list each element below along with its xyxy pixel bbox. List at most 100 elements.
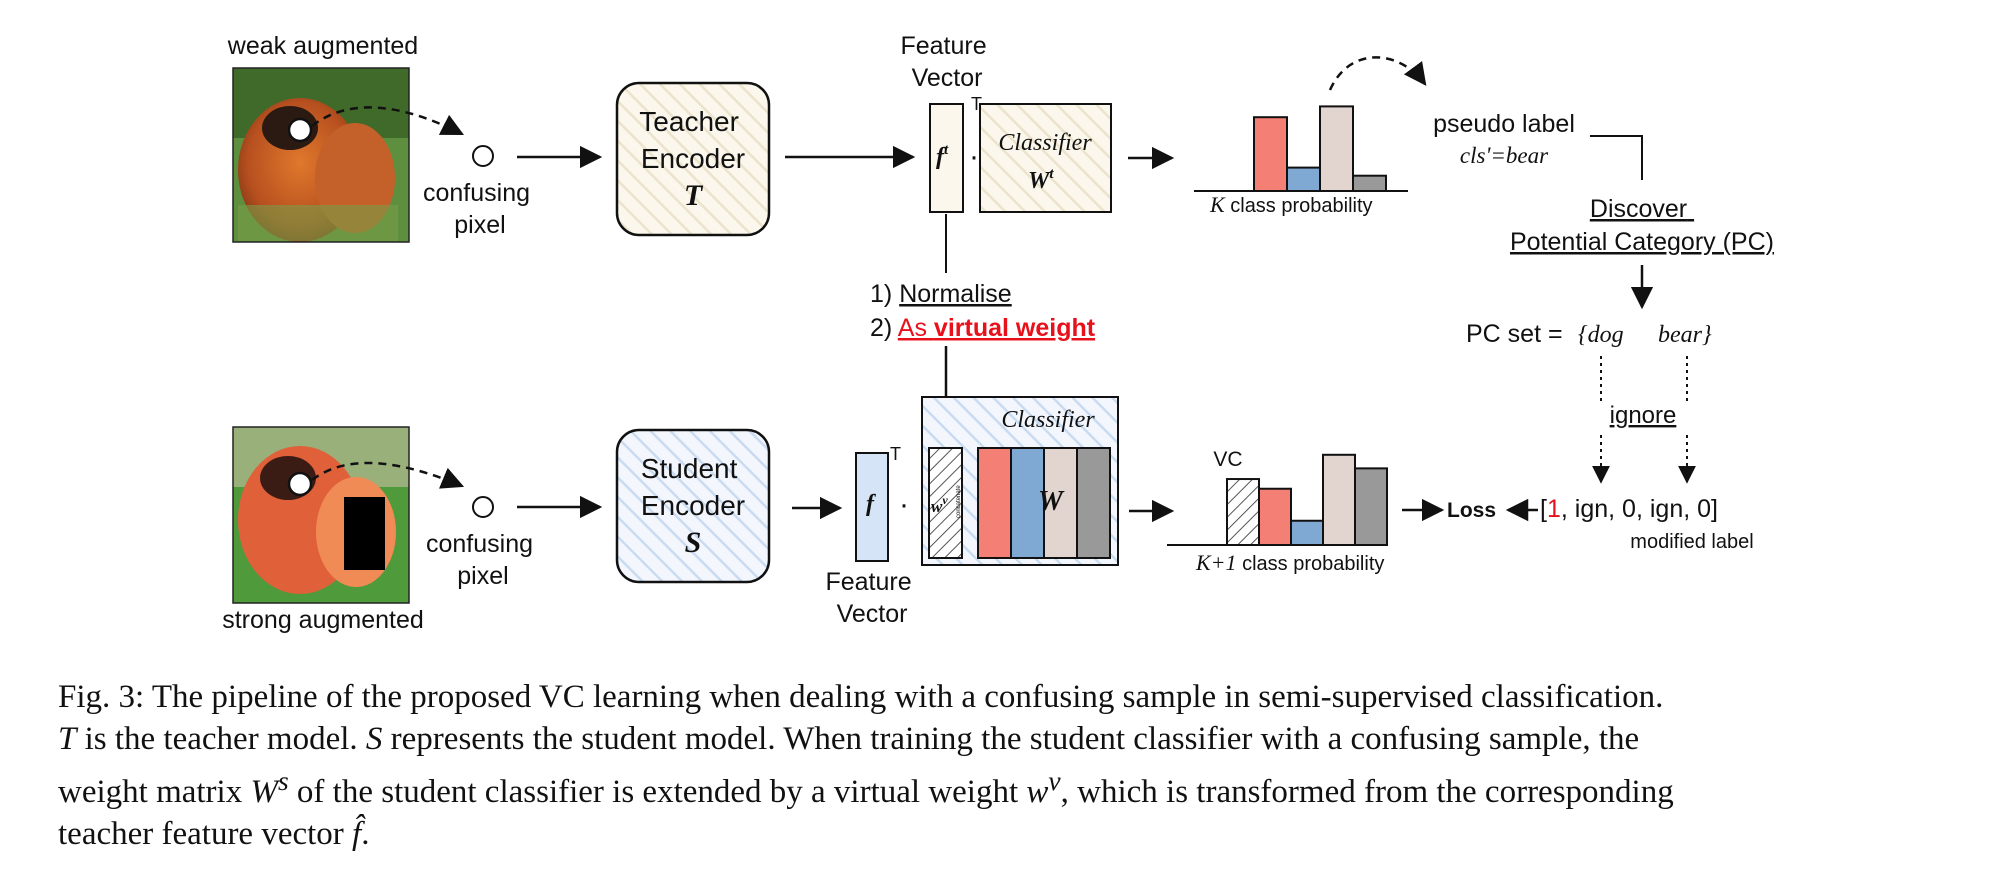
pseudo-label: pseudo label (1433, 110, 1575, 138)
bottom-vector-text: Vector (837, 600, 908, 628)
discover-line1: Discover (1590, 195, 1687, 223)
svg-text:confusing pixel: confusing pixel (423, 179, 537, 239)
teacher-classifier-label: Classifier (998, 130, 1092, 156)
teacher-f-sup: t (944, 142, 949, 158)
bottom-confusing-pixel-marker (287, 471, 313, 497)
top-pixel-text: pixel (454, 211, 505, 239)
caption-l3b: of the student classifier is extended by… (288, 774, 1027, 810)
bottom-prob-bar-3 (1290, 519, 1324, 546)
step1-num: 1) (870, 280, 899, 308)
step2-virtual-weight: virtual weight (934, 314, 1096, 342)
pc-set-bear: bear} (1658, 322, 1712, 348)
bottom-confusing-pixel-icon (472, 496, 494, 518)
bottom-prob-bar-4 (1322, 453, 1356, 547)
student-feature-vector: f (855, 452, 889, 562)
label-value-2: ign (1575, 495, 1608, 523)
wv-symbol: w (931, 497, 943, 516)
svg-text:K+1 class probability: K+1 class probability (1195, 550, 1384, 575)
top-prob-var: K (1209, 192, 1226, 217)
caption-fhat: f̂ (352, 816, 362, 852)
top-dashed-arrow (311, 106, 465, 136)
student-w-symbol: W (1038, 486, 1065, 517)
teacher-feature-vector: ft (929, 103, 964, 213)
top-prob-text: class probability (1225, 195, 1373, 217)
svg-text:Wt: Wt (1028, 166, 1054, 194)
weak-augmented-label: weak augmented (227, 32, 418, 60)
caption-s: S (365, 721, 383, 757)
loss-label: Loss (1447, 499, 1496, 522)
top-dot: · (969, 140, 979, 173)
bottom-transpose: T (890, 444, 901, 464)
caption-l2b: represents the student model. When train… (382, 721, 1640, 757)
svg-text:[1, ign, 0, ign, 0]: [1, ign, 0, ign, 0] (1540, 495, 1718, 523)
modified-label: modified label (1630, 531, 1753, 553)
student-encoder-line1: Student (641, 453, 738, 484)
teacher-encoder-line2: Encoder (641, 143, 745, 174)
caption-line-2: T is the teacher model. S represents the… (58, 718, 1938, 760)
top-prob-bar-1 (1253, 116, 1288, 192)
svg-text:ft: ft (936, 142, 949, 170)
w-column-blue (1010, 447, 1045, 559)
bottom-dot: · (899, 488, 909, 521)
caption-line-4: teacher feature vector f̂. (58, 813, 1938, 855)
label-value-3: 0 (1622, 495, 1636, 523)
teacher-encoder: Teacher Encoder T (615, 81, 771, 237)
figure-caption: Fig. 3: The pipeline of the proposed VC … (58, 676, 1938, 855)
bottom-feature-text: Feature (825, 568, 911, 596)
label-open-bracket: [ (1540, 495, 1547, 523)
weak-augmented-image (232, 67, 410, 243)
bottom-dashed-arrow (311, 461, 465, 489)
virtual-weight-column (928, 447, 963, 559)
caption-l2a: is the teacher model. (76, 721, 366, 757)
caption-t: T (58, 721, 77, 757)
teacher-encoder-line1: Teacher (639, 106, 739, 137)
bottom-confusing-text: confusing (426, 530, 533, 558)
label-close-bracket: ] (1711, 495, 1718, 523)
wv-concatenate-note: concatenate (956, 485, 962, 518)
svg-text:confusing pixel: confusing pixel (426, 530, 540, 590)
svg-text:Discover Potential Categor: Discover Potential Category (PC) (1510, 195, 1774, 256)
svg-text:wv: wv (931, 493, 948, 516)
caption-wv: w (1026, 774, 1049, 810)
top-feature-text: Feature (900, 32, 986, 60)
w-column-beige (1043, 447, 1078, 559)
teacher-w-sup: t (1049, 166, 1054, 182)
caption-l3a: weight matrix (58, 774, 251, 810)
svg-text:Feature Vector: Feature Vector (825, 568, 918, 628)
caption-line-3: weight matrix Ws of the student classifi… (58, 760, 1938, 813)
student-classifier: Classifier wv concatenate W (921, 396, 1119, 566)
bottom-pixel-text: pixel (457, 562, 508, 590)
top-confusing-pixel-icon (472, 145, 494, 167)
w-column-gray (1076, 447, 1111, 559)
top-confusing-text: confusing (423, 179, 530, 207)
pseudo-label-value: cls'=bear (1460, 143, 1549, 168)
student-symbol: S (685, 526, 702, 559)
pseudo-to-discover-line (1590, 135, 1643, 180)
caption-wv-sup: v (1048, 765, 1061, 796)
student-encoder-line2: Encoder (641, 490, 745, 521)
label-value-4: ign (1650, 495, 1683, 523)
wv-sup: v (942, 493, 948, 507)
svg-text:K class probability: K class probability (1209, 192, 1373, 217)
pc-set-dog: {dog (1578, 322, 1624, 348)
discover-line2: Potential Category (PC) (1510, 228, 1774, 256)
caption-line-1: Fig. 3: The pipeline of the proposed VC … (58, 679, 1664, 715)
student-encoder: Student Encoder S (615, 428, 771, 584)
caption-w: W (250, 774, 278, 810)
strong-augmented-image (232, 426, 410, 604)
svg-text:Feature Vector: Feature Vector (900, 32, 993, 92)
teacher-classifier: Classifier Wt (979, 103, 1112, 213)
student-classifier-label: Classifier (1001, 407, 1095, 433)
ignore-label: ignore (1610, 402, 1677, 429)
teacher-w-symbol: W (1028, 168, 1051, 194)
step1-text: Normalise (899, 280, 1012, 308)
bottom-prob-bar-1 (1226, 478, 1260, 547)
teacher-symbol: T (684, 179, 704, 212)
top-prob-bar-3 (1319, 105, 1354, 192)
svg-text:Student Encoder: Student Encoder (641, 453, 745, 521)
strong-augmented-label: strong augmented (222, 606, 424, 634)
top-prob-bar-4 (1352, 174, 1387, 192)
label-value-1: 1 (1547, 495, 1561, 523)
bottom-probability-chart (1167, 453, 1388, 547)
step2-num: 2) (870, 314, 898, 342)
